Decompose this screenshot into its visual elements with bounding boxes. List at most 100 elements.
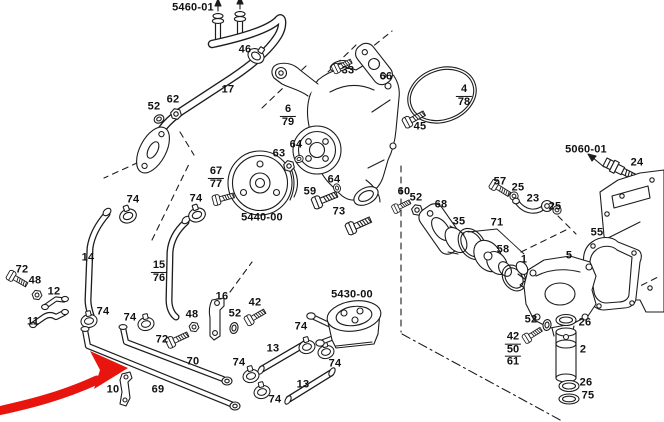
part-label-59-11[interactable]: 59 — [303, 185, 317, 198]
fraction-part: 78 — [455, 95, 473, 108]
assembly-ref-5440-00[interactable]: 5440-00 — [241, 211, 283, 224]
fraction-part: 42 — [506, 330, 520, 343]
part-label-52-49[interactable]: 52 — [524, 313, 538, 326]
fraction-part: 77 — [207, 177, 225, 190]
fraction-part: 79 — [279, 115, 297, 128]
pipe-69 — [80, 326, 241, 411]
part-label-16-36[interactable]: 16 — [215, 290, 229, 303]
assembly-ref-5430-00[interactable]: 5430-00 — [331, 288, 373, 301]
clamp-74-a — [115, 202, 139, 226]
part-label-12-31[interactable]: 12 — [47, 285, 61, 298]
fraction-part: 4 — [460, 82, 468, 95]
clamp-74-d — [135, 312, 156, 333]
part-label-71-18[interactable]: 71 — [490, 216, 504, 229]
fitting-11 — [29, 308, 69, 329]
part-label-24-24[interactable]: 24 — [630, 156, 644, 169]
bolt-72-b — [164, 328, 191, 350]
part-label-11-32[interactable]: 11 — [26, 315, 40, 328]
part-label-46-1[interactable]: 46 — [238, 43, 252, 56]
water-pump-6-79 — [271, 59, 400, 206]
oring-4-78 — [407, 66, 477, 124]
part-label-60-14[interactable]: 60 — [397, 185, 411, 198]
part-label-26-52[interactable]: 26 — [579, 376, 593, 389]
fitting-12 — [41, 295, 69, 311]
part-label-23-22[interactable]: 23 — [526, 192, 540, 205]
fraction-part: 50 — [504, 343, 522, 356]
part-label-25-21[interactable]: 25 — [511, 181, 525, 194]
part-label-64-7[interactable]: 64 — [289, 138, 303, 151]
part-label-74-43[interactable]: 74 — [232, 356, 246, 369]
fraction-part: 61 — [504, 355, 522, 368]
part-label-74-48[interactable]: 74 — [328, 357, 342, 370]
part-label-25-23[interactable]: 25 — [548, 200, 562, 213]
part-label-74-47[interactable]: 74 — [294, 320, 308, 333]
assembly-ref-5460-01[interactable]: 5460-01 — [172, 1, 214, 14]
part-label-74-34[interactable]: 74 — [123, 311, 137, 324]
part-label-52-38[interactable]: 52 — [228, 307, 242, 320]
part-label-73-13[interactable]: 73 — [332, 205, 346, 218]
hose-15-76 — [165, 215, 191, 321]
part-label-68-16[interactable]: 68 — [434, 198, 448, 211]
part-label-33-4[interactable]: 33 — [341, 64, 355, 77]
part-label-45-6[interactable]: 45 — [413, 120, 427, 133]
pulley-5440-00 — [227, 150, 299, 216]
part-label-1-27[interactable]: 1 — [520, 253, 528, 266]
part-label-74-10[interactable]: 74 — [189, 192, 203, 205]
thermostat-housing-68 — [418, 203, 468, 255]
part-label-70-40[interactable]: 70 — [186, 355, 200, 368]
part-label-26-50[interactable]: 26 — [578, 316, 592, 329]
oring-75 — [558, 393, 580, 405]
part-label-74-46[interactable]: 74 — [268, 393, 282, 406]
part-label-55-25[interactable]: 55 — [590, 226, 604, 239]
part-label-63-8[interactable]: 63 — [272, 147, 286, 160]
pipe-23 — [512, 197, 554, 214]
nut-48-a — [31, 289, 43, 301]
fraction-part: 6 — [284, 102, 292, 115]
clamp-74-g — [296, 334, 317, 356]
part-label-72-29[interactable]: 72 — [15, 263, 29, 276]
part-label-13-45[interactable]: 13 — [296, 378, 310, 391]
part-label-57-20[interactable]: 57 — [493, 175, 507, 188]
part-label-48-37[interactable]: 48 — [185, 308, 199, 321]
part-label-5-26[interactable]: 5 — [565, 249, 573, 262]
part-label-14-28[interactable]: 14 — [81, 251, 95, 264]
part-label-75-53[interactable]: 75 — [581, 389, 595, 402]
part-label-17-0[interactable]: 17 — [221, 83, 235, 96]
part-label-10-42[interactable]: 10 — [106, 383, 120, 396]
thermostat-71 — [467, 228, 525, 277]
gasket-66 — [355, 42, 393, 86]
part-label-13-44[interactable]: 13 — [266, 342, 280, 355]
part-label-58-19[interactable]: 58 — [496, 243, 510, 256]
part-label-64-12[interactable]: 64 — [327, 173, 341, 186]
part-label-74-9[interactable]: 74 — [126, 193, 140, 206]
clamp-74-c — [78, 309, 99, 330]
pipe-17 — [149, 10, 287, 149]
washer-52-c — [229, 321, 239, 335]
part-label-74-33[interactable]: 74 — [96, 305, 110, 318]
nut-48-b — [188, 321, 200, 333]
tube-2 — [555, 327, 577, 383]
oring-26-a — [555, 313, 577, 327]
part-label-62-3[interactable]: 62 — [166, 93, 180, 106]
hose-13-b — [284, 367, 336, 405]
fraction-part: 67 — [209, 164, 223, 177]
part-label-35-17[interactable]: 35 — [452, 215, 466, 228]
part-label-72-35[interactable]: 72 — [155, 333, 169, 346]
part-label-69-41[interactable]: 69 — [151, 383, 165, 396]
bolt-42-50-61 — [521, 324, 545, 345]
part-label-42-39[interactable]: 42 — [248, 296, 262, 309]
part-label-48-30[interactable]: 48 — [28, 274, 42, 287]
part-label-52-2[interactable]: 52 — [147, 100, 161, 113]
pipe-70 — [118, 324, 233, 386]
part-label-52-15[interactable]: 52 — [409, 191, 423, 204]
bracket-10 — [119, 371, 133, 407]
part-label-66-5[interactable]: 66 — [379, 70, 393, 83]
part-label-2-51[interactable]: 2 — [579, 343, 587, 356]
assembly-ref-5060-01[interactable]: 5060-01 — [565, 143, 607, 156]
